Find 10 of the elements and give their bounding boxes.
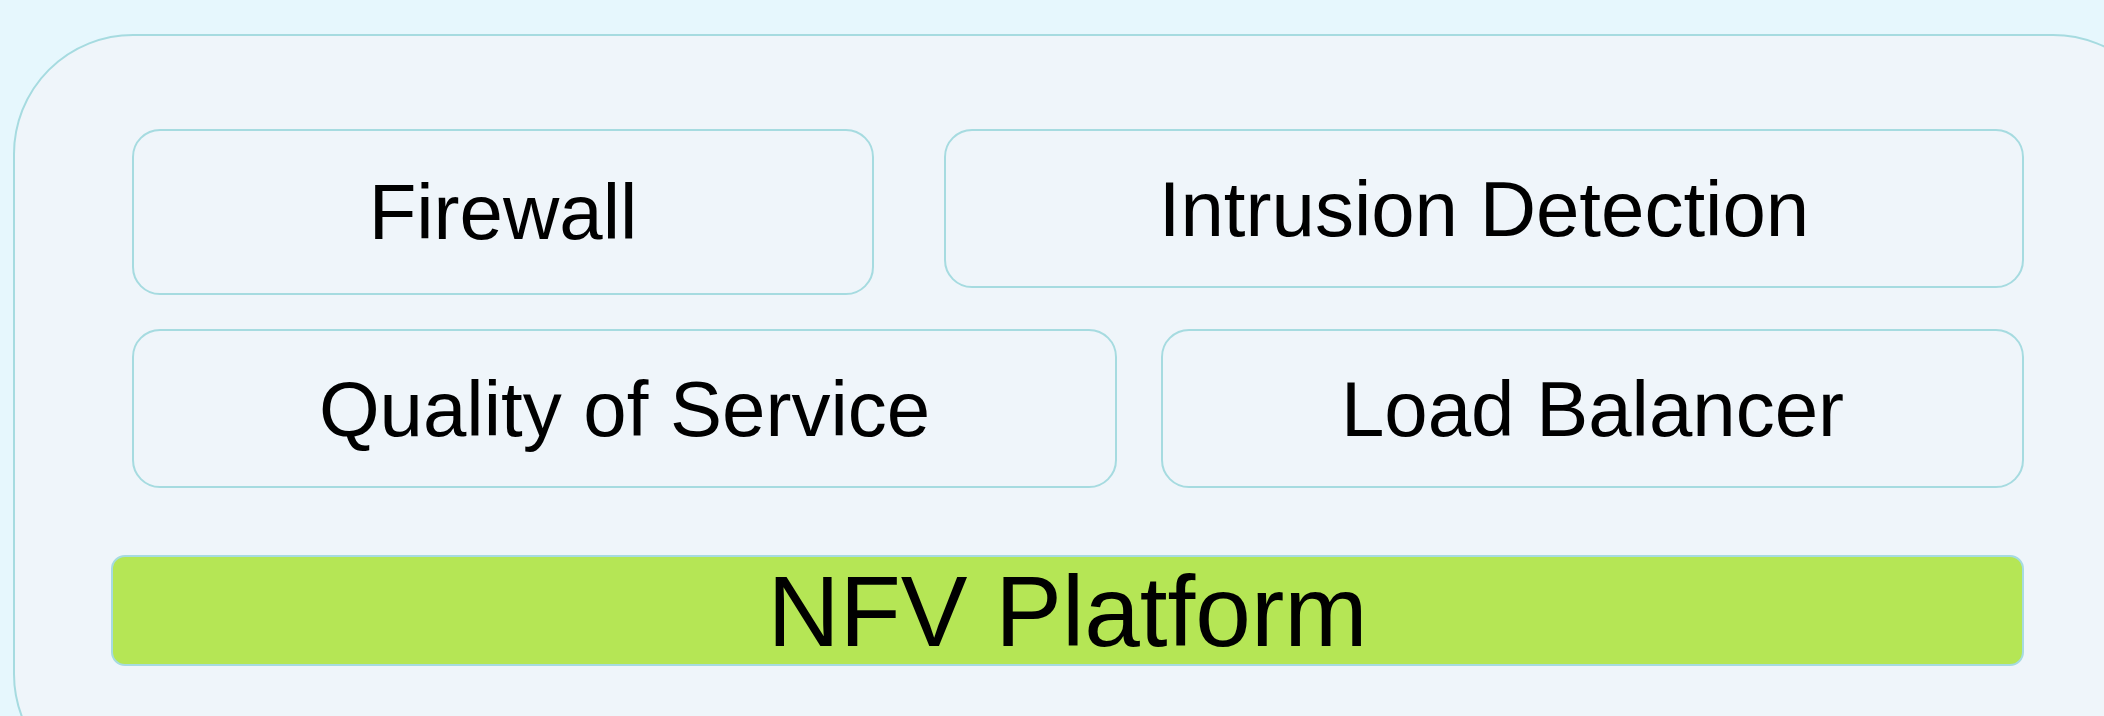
function-box: [132, 129, 874, 295]
function-box: [132, 329, 1117, 488]
box-label: NFV Platform: [767, 560, 1368, 661]
box-label: Load Balancer: [1340, 369, 1844, 448]
function-box: [1161, 329, 2024, 488]
function-box: [944, 129, 2024, 288]
platform-bar: [111, 555, 2024, 666]
box-label: Firewall: [368, 173, 638, 251]
container-panel: [13, 34, 2104, 716]
box-label: Intrusion Detection: [1158, 169, 1810, 248]
